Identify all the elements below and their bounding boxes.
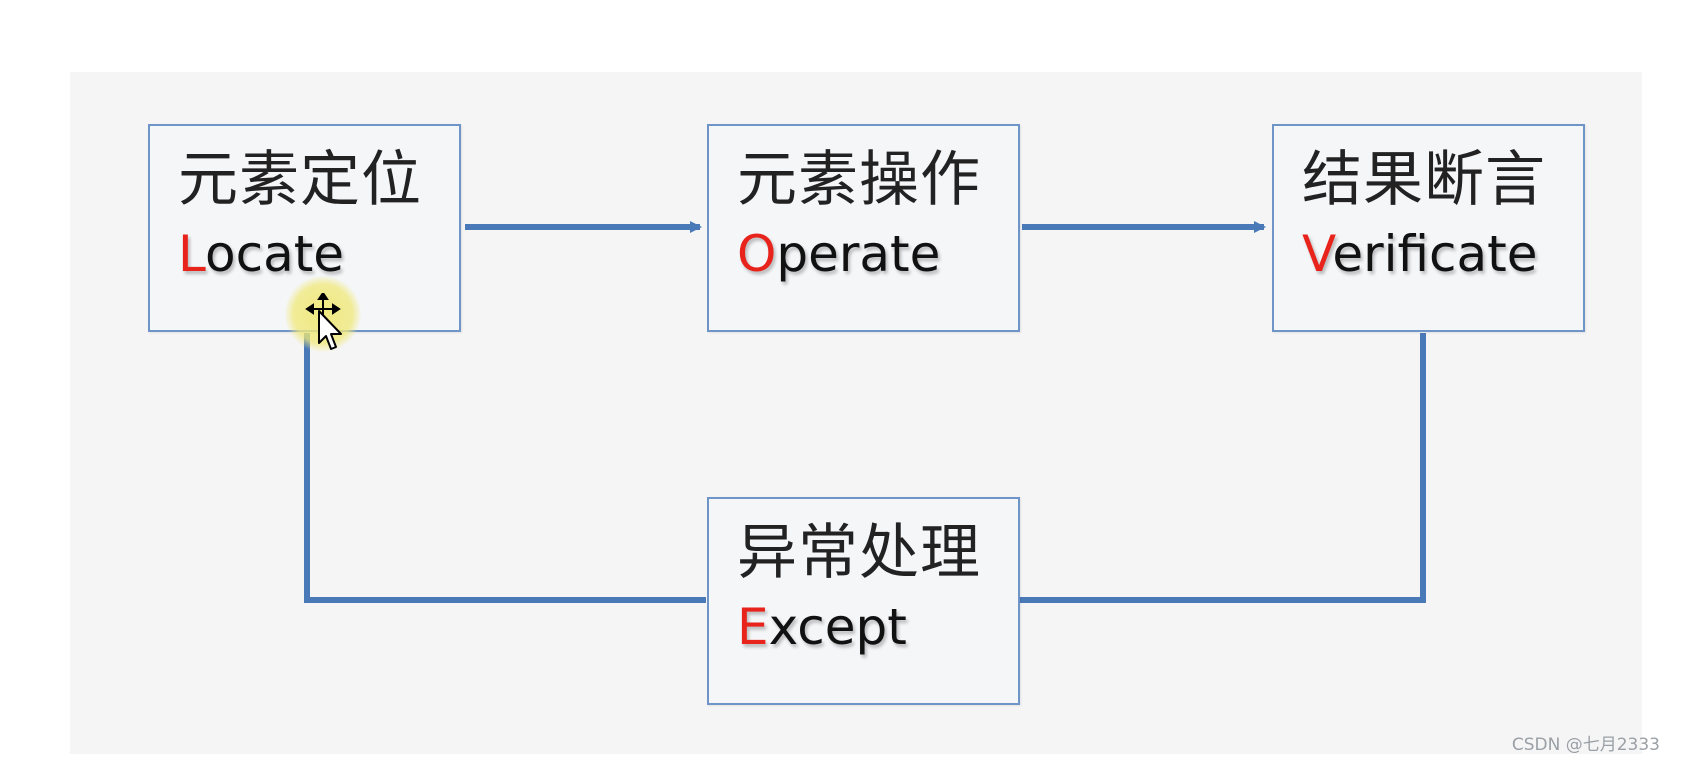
node-verificate-zh-label: 结果断言 xyxy=(1302,145,1546,215)
connector-verificate-to-except xyxy=(1020,333,1426,603)
watermark: CSDN @七月2333 xyxy=(1511,735,1660,755)
node-locate-en-label: Locate xyxy=(178,222,344,286)
node-except-zh-label: 异常处理 xyxy=(737,518,981,588)
node-operate-en-rest: perate xyxy=(776,225,941,283)
node-locate-en-rest: ocate xyxy=(204,225,345,283)
node-locate-zh-label: 元素定位 xyxy=(178,145,422,215)
node-except-en-label: Except xyxy=(737,595,907,659)
node-operate-en-label: Operate xyxy=(737,222,940,286)
connector-except-to-locate xyxy=(304,333,706,603)
node-except-en-rest: xcept xyxy=(768,598,907,656)
node-verificate-initial: V xyxy=(1302,225,1333,283)
node-operate-zh-label: 元素操作 xyxy=(737,145,981,215)
node-verificate-en-rest: erificate xyxy=(1332,225,1538,283)
node-except-initial: E xyxy=(737,598,769,656)
node-verificate: 结果断言 Verificate xyxy=(1272,124,1585,332)
move-cursor-icon xyxy=(305,293,342,350)
node-operate-initial: O xyxy=(737,225,777,283)
node-verificate-en-label: Verificate xyxy=(1302,222,1538,286)
node-operate: 元素操作 Operate xyxy=(707,124,1020,332)
node-except: 异常处理 Except xyxy=(707,497,1020,705)
node-locate-initial: L xyxy=(178,225,205,283)
